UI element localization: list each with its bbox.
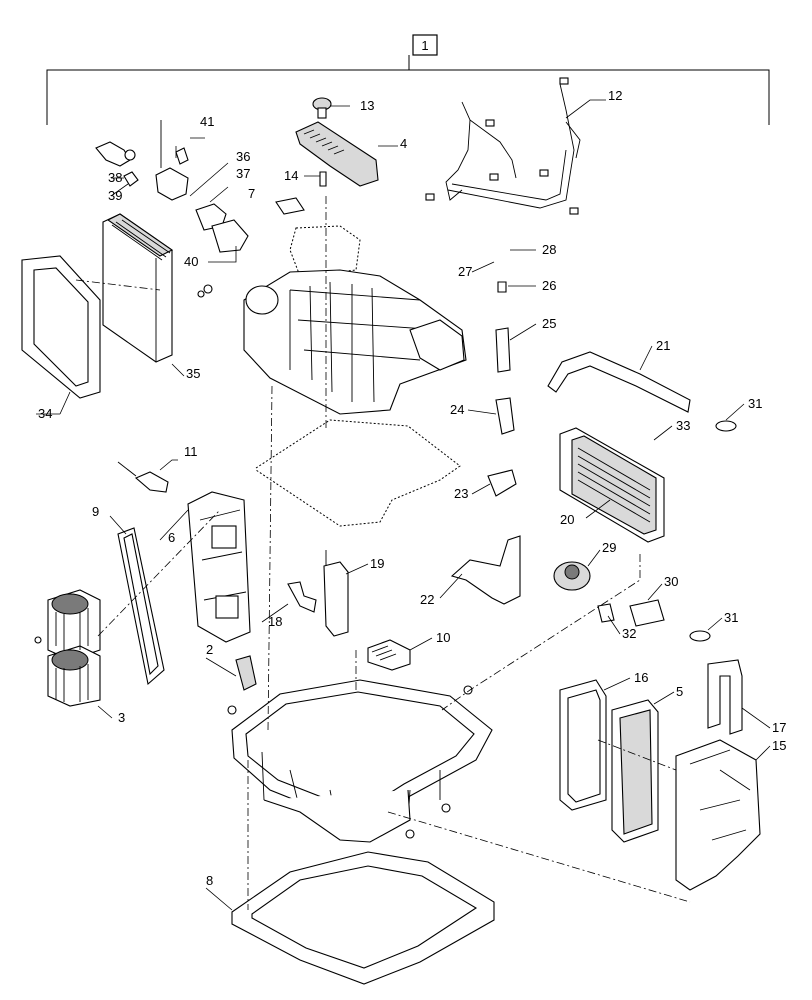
part-17-seal	[707, 659, 743, 735]
part-2-bracket	[235, 655, 257, 691]
callout-11: 11	[184, 444, 198, 459]
part-6-panel	[187, 491, 251, 643]
callout-9: 9	[92, 504, 99, 519]
callout-12: 12	[608, 88, 622, 103]
callout-16: 16	[634, 670, 648, 685]
callout-23: 23	[454, 486, 468, 501]
callout-13: 13	[360, 98, 374, 113]
callout-22: 22	[420, 592, 434, 607]
callout-leaders	[36, 249, 771, 911]
callout-3: 3	[118, 710, 125, 725]
callout-2: 2	[206, 642, 213, 657]
parts-36-41-hardware	[95, 120, 249, 298]
housing-gasket	[255, 419, 461, 527]
part-33-heater-core	[559, 427, 665, 543]
callout-31a: 31	[748, 396, 762, 411]
callout-25: 25	[542, 316, 556, 331]
callout-40: 40	[184, 254, 198, 269]
part-16-seal	[559, 679, 607, 811]
callout-5: 5	[676, 684, 683, 699]
callout-14: 14	[284, 168, 298, 183]
callout-27: 27	[458, 264, 472, 279]
callout-6: 6	[168, 530, 175, 545]
callout-24: 24	[450, 402, 464, 417]
callout-32: 32	[622, 626, 636, 641]
part-11-clip	[117, 459, 178, 493]
part-15-duct	[675, 739, 761, 891]
callout-4: 4	[400, 136, 407, 151]
callout-38: 38	[108, 170, 122, 185]
part-34-filter-frame	[21, 255, 101, 399]
part-12-wiring-harness	[425, 77, 606, 215]
parts-18-19	[287, 550, 349, 637]
callout-33: 33	[676, 418, 690, 433]
lower-tray	[227, 679, 493, 843]
part-35-cabin-filter	[102, 213, 174, 363]
callout-39: 39	[108, 188, 122, 203]
callout-28: 28	[542, 242, 556, 257]
callout-34: 34	[38, 406, 52, 421]
callout-36: 36	[236, 149, 250, 164]
part-5-filter	[611, 699, 659, 843]
assembly-bracket: 1	[46, 34, 770, 125]
part-29-valve	[553, 561, 591, 591]
upper-housing	[243, 269, 467, 415]
part-8-base-gasket	[231, 851, 495, 985]
callout-18: 18	[268, 614, 282, 629]
callout-20: 20	[560, 512, 574, 527]
callout-17: 17	[772, 720, 786, 735]
callout-8: 8	[206, 873, 213, 888]
callout-35: 35	[186, 366, 200, 381]
callout-15: 15	[772, 738, 786, 753]
callout-19: 19	[370, 556, 384, 571]
callout-21: 21	[656, 338, 670, 353]
assembly-number-box	[412, 34, 438, 56]
callout-10: 10	[436, 630, 450, 645]
dash-construction-lines	[75, 196, 691, 910]
assembly-number-label: 1	[421, 38, 428, 53]
callout-7: 7	[248, 186, 255, 201]
part-10-module	[367, 639, 411, 671]
callout-41: 41	[200, 114, 214, 129]
callout-29: 29	[602, 540, 616, 555]
part-3-blower	[34, 589, 101, 707]
part-32-bracket	[597, 603, 615, 623]
callout-labels: 4 13 14 7 12 41 36 37 38 39 40 35 34 11 …	[38, 88, 786, 888]
parts-4-13-14-7	[275, 97, 398, 277]
part-9-seal	[117, 527, 165, 686]
callout-30: 30	[664, 574, 678, 589]
tubes-and-hoses	[450, 281, 737, 642]
callout-31b: 31	[724, 610, 738, 625]
callout-37: 37	[236, 166, 250, 181]
callout-26: 26	[542, 278, 556, 293]
